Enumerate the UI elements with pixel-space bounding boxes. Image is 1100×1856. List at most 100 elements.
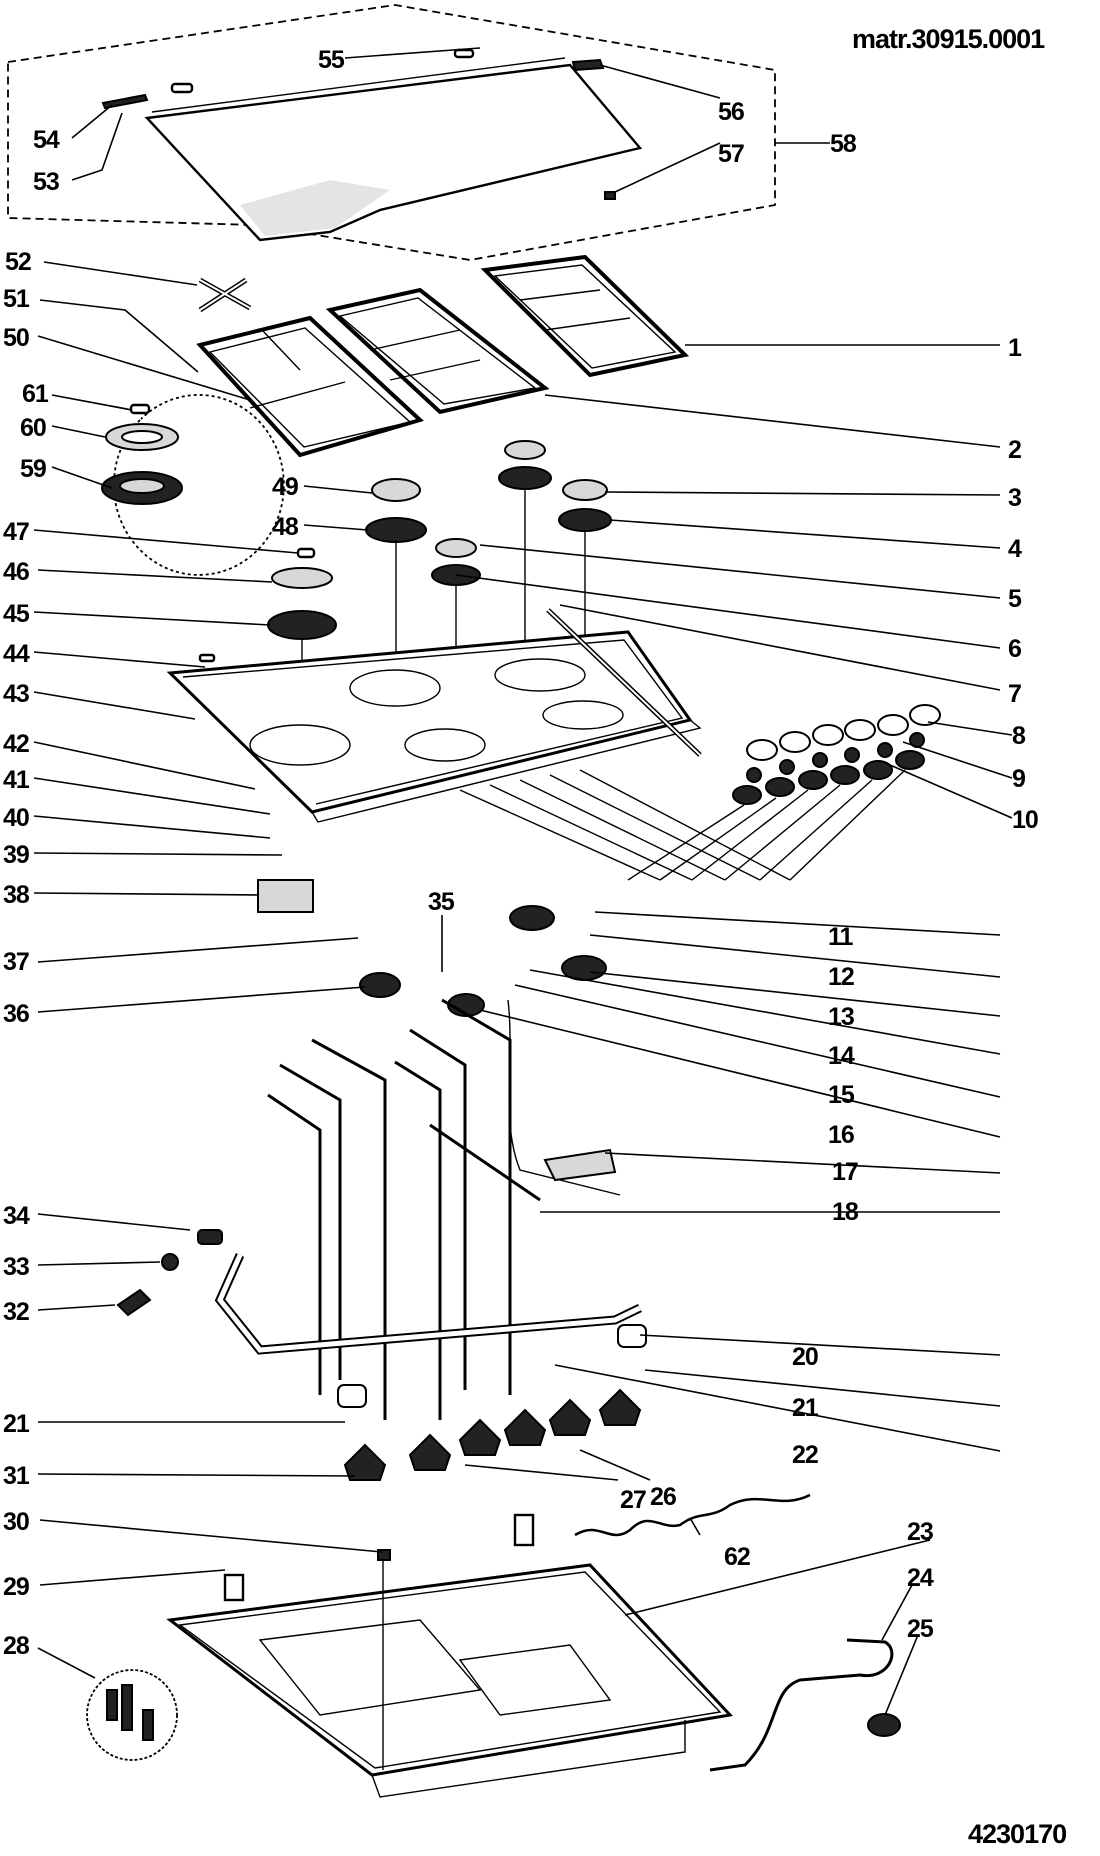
callout-45: 45 bbox=[3, 600, 30, 628]
lid-hinge-left bbox=[101, 93, 149, 110]
callout-38: 38 bbox=[3, 881, 30, 909]
callout-55: 55 bbox=[318, 46, 345, 74]
lid-back-edge bbox=[151, 57, 566, 113]
lid-hinge-right bbox=[571, 58, 605, 72]
callout-1: 1 bbox=[1008, 334, 1022, 362]
lid-group-boundary bbox=[7, 4, 776, 261]
callout-24: 24 bbox=[907, 1564, 934, 1592]
lid-bushing bbox=[170, 82, 194, 94]
power-cable bbox=[709, 1638, 894, 1772]
callout-3: 3 bbox=[1008, 484, 1021, 512]
tray-bracket bbox=[223, 1573, 245, 1602]
gas-valves bbox=[337, 1324, 647, 1481]
model-code: matr.30915.0001 bbox=[852, 24, 1045, 54]
callout-17: 17 bbox=[832, 1158, 858, 1186]
callout-13: 13 bbox=[828, 1003, 854, 1031]
glass-lid bbox=[144, 63, 643, 242]
callout-35: 35 bbox=[428, 888, 455, 916]
callout-26: 26 bbox=[650, 1483, 676, 1511]
callout-27-visible: 27 bbox=[620, 1486, 646, 1514]
callout-48: 48 bbox=[272, 513, 299, 541]
glass-lid-group bbox=[7, 4, 776, 261]
pan-support-middle bbox=[325, 287, 550, 415]
callout-15: 15 bbox=[828, 1081, 855, 1109]
callout-28: 28 bbox=[3, 1632, 30, 1660]
callout-31: 31 bbox=[3, 1462, 30, 1490]
callout-22: 22 bbox=[792, 1441, 818, 1469]
callout-33: 33 bbox=[3, 1253, 29, 1281]
callout-5: 5 bbox=[1008, 585, 1022, 613]
tray-screw bbox=[377, 1549, 391, 1561]
callout-54: 54 bbox=[33, 126, 60, 154]
screws-detail-circle bbox=[86, 1669, 178, 1761]
wok-support bbox=[198, 277, 252, 313]
callout-29: 29 bbox=[3, 1573, 29, 1601]
callout-30: 30 bbox=[3, 1508, 29, 1536]
callout-16: 16 bbox=[828, 1121, 854, 1149]
callout-49: 49 bbox=[272, 473, 298, 501]
callout-61: 61 bbox=[22, 380, 49, 408]
callout-9: 9 bbox=[1012, 765, 1025, 793]
pan-support-left bbox=[196, 315, 424, 458]
cable-clamp bbox=[867, 1713, 901, 1737]
leader-lines bbox=[33, 47, 1013, 1716]
callout-57: 57 bbox=[718, 140, 744, 168]
lid-stop bbox=[604, 191, 616, 200]
callout-58: 58 bbox=[830, 130, 857, 158]
callout-8: 8 bbox=[1012, 722, 1026, 750]
burner-detail-circle bbox=[101, 394, 285, 576]
drawing-number: 4230170 bbox=[968, 1819, 1066, 1849]
callout-50: 50 bbox=[3, 324, 29, 352]
gas-inlet-fittings bbox=[116, 1229, 223, 1317]
callout-52: 52 bbox=[5, 248, 31, 276]
callout-14: 14 bbox=[828, 1042, 855, 1070]
injector-cup bbox=[509, 905, 556, 931]
injector-cup bbox=[359, 972, 402, 998]
callout-37: 37 bbox=[3, 948, 29, 976]
callout-25: 25 bbox=[907, 1615, 934, 1643]
burner-caps bbox=[271, 440, 608, 589]
gas-tubes bbox=[267, 998, 541, 1420]
burner-injector-cups bbox=[257, 879, 621, 1196]
callout-12: 12 bbox=[828, 963, 854, 991]
callout-62: 62 bbox=[724, 1543, 750, 1571]
callout-46: 46 bbox=[3, 558, 29, 586]
callout-4: 4 bbox=[1008, 535, 1022, 563]
callout-36: 36 bbox=[3, 1000, 29, 1028]
control-knobs bbox=[459, 704, 941, 881]
ignition-harness bbox=[574, 1493, 811, 1537]
lid-shading bbox=[240, 180, 390, 236]
callout-51: 51 bbox=[3, 285, 30, 313]
callout-53: 53 bbox=[33, 168, 59, 196]
hob-top-plate bbox=[166, 630, 702, 823]
callout-39: 39 bbox=[3, 841, 29, 869]
spark-module bbox=[543, 1148, 617, 1182]
callout-32: 32 bbox=[3, 1298, 29, 1326]
callout-43: 43 bbox=[3, 680, 29, 708]
callout-21b: 21 bbox=[3, 1410, 30, 1438]
callout-42: 42 bbox=[3, 730, 29, 758]
callout-20: 20 bbox=[792, 1343, 818, 1371]
burner-cap-small bbox=[129, 403, 151, 415]
tray-bracket bbox=[513, 1513, 535, 1547]
callout-7: 7 bbox=[1008, 680, 1021, 708]
callout-40: 40 bbox=[3, 804, 29, 832]
callout-11: 11 bbox=[828, 923, 854, 951]
callout-34: 34 bbox=[3, 1202, 30, 1230]
callout-56: 56 bbox=[718, 98, 744, 126]
callout-44: 44 bbox=[3, 640, 30, 668]
callout-59: 59 bbox=[20, 455, 46, 483]
callout-23: 23 bbox=[907, 1518, 933, 1546]
callout-2: 2 bbox=[1008, 436, 1021, 464]
pan-support-right bbox=[480, 254, 690, 378]
callout-labels: 1 2 3 4 5 6 7 8 9 10 11 12 13 14 15 16 1… bbox=[3, 46, 1039, 1660]
callout-6: 6 bbox=[1008, 635, 1021, 663]
callout-47: 47 bbox=[3, 518, 29, 546]
callout-60: 60 bbox=[20, 414, 46, 442]
bottom-tray bbox=[166, 1513, 734, 1798]
callout-41: 41 bbox=[3, 766, 30, 794]
ignition-unit bbox=[257, 879, 314, 913]
callout-10: 10 bbox=[1012, 806, 1038, 834]
lid-bushing bbox=[453, 48, 475, 59]
